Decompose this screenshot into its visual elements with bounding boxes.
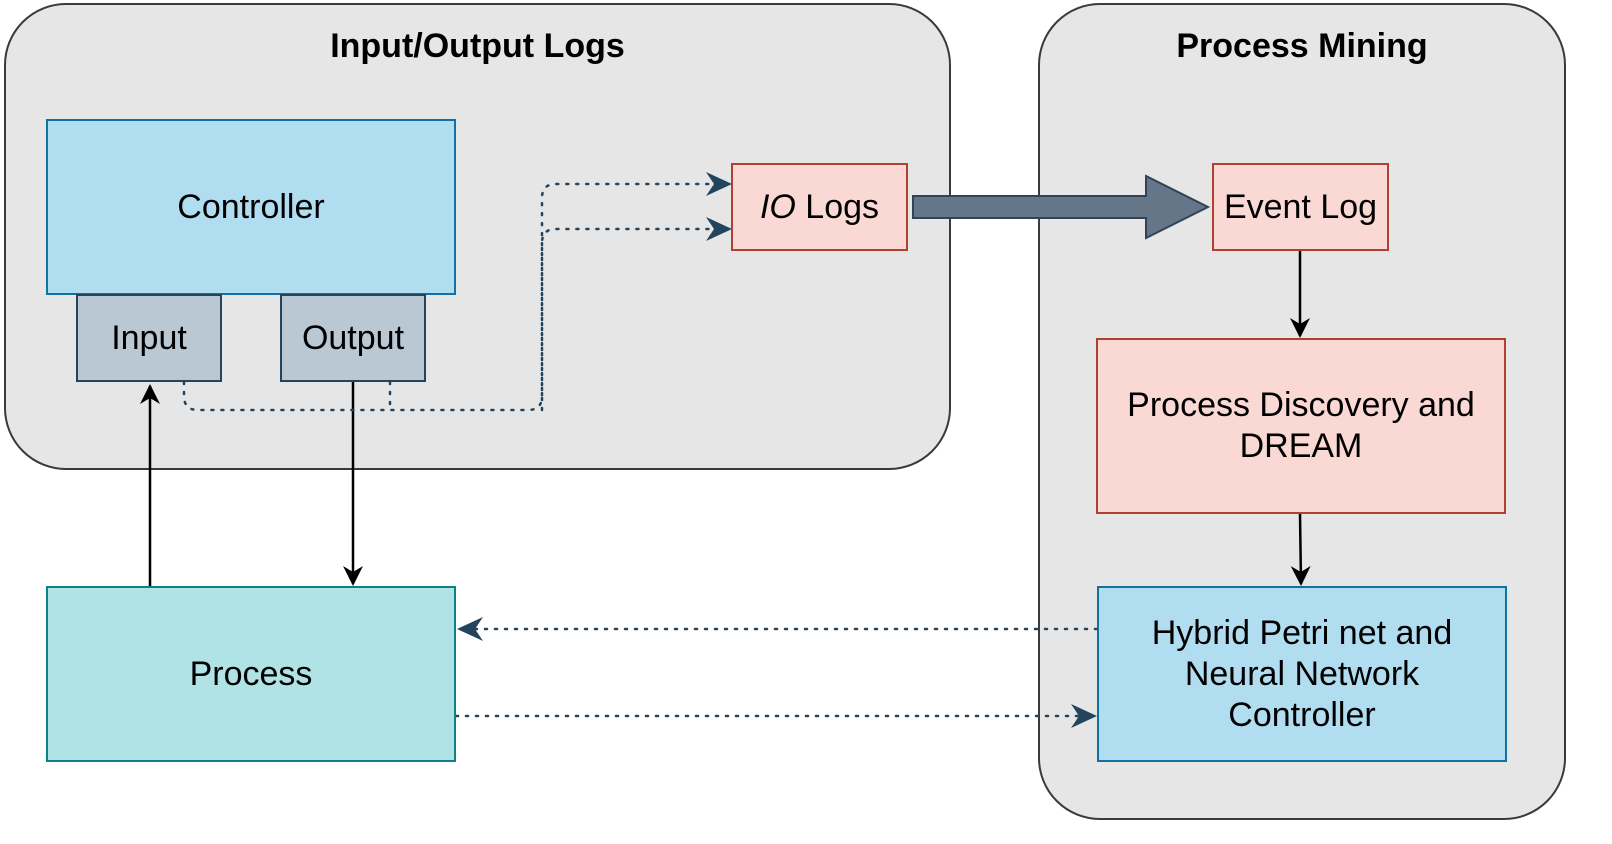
io-logs-suffix: Logs xyxy=(795,187,880,226)
process-mining-title: Process Mining xyxy=(1176,27,1428,65)
edge-input-to-io-logs xyxy=(182,172,732,412)
input-node: Input xyxy=(76,294,222,382)
io-logs-prefix: IO xyxy=(759,187,796,226)
process-node: Process xyxy=(46,586,456,762)
edge-process-discovery-to-hybrid xyxy=(1290,513,1311,586)
input-label: Input xyxy=(111,318,187,357)
io-logs-node: IO Logs xyxy=(731,163,908,251)
edge-io-logs-to-event-log xyxy=(912,174,1211,240)
event-log-node: Event Log xyxy=(1212,163,1389,251)
input-output-logs-title: Input/Output Logs xyxy=(330,27,625,65)
process-discovery-node: Process Discovery and DREAM xyxy=(1096,338,1506,514)
io-logs-label: IO Logs xyxy=(760,187,879,228)
edge-output-to-io-logs xyxy=(388,229,730,412)
process-discovery-label: Process Discovery and DREAM xyxy=(1127,386,1475,465)
hybrid-controller-node: Hybrid Petri net and Neural Network Cont… xyxy=(1097,586,1507,762)
controller-label: Controller xyxy=(177,187,325,226)
output-node: Output xyxy=(280,294,426,382)
event-log-label: Event Log xyxy=(1223,187,1378,226)
hybrid-controller-label: Hybrid Petri net and Neural Network Cont… xyxy=(1151,613,1453,734)
output-label: Output xyxy=(301,318,405,357)
controller-node: Controller xyxy=(46,119,456,295)
process-label: Process xyxy=(189,654,313,693)
